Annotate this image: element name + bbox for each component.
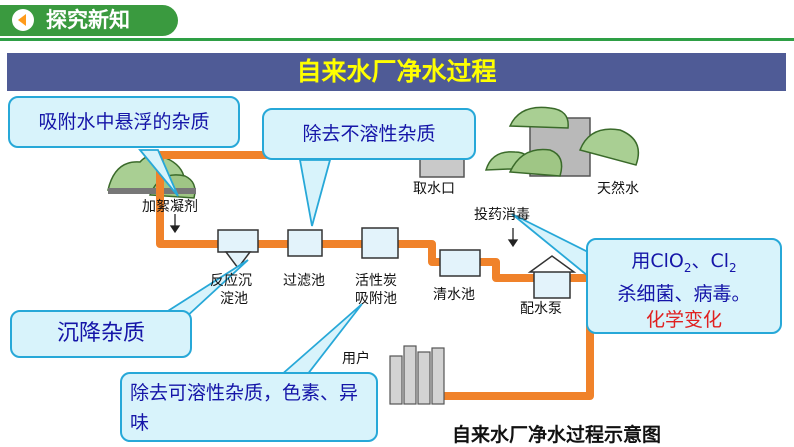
back-arrow-icon[interactable] (12, 9, 34, 31)
clear-tank-icon (439, 249, 481, 277)
chlorine-formula-2: Cl (710, 250, 730, 272)
tree-cluster-right (419, 106, 640, 178)
chlorine-line-1: 用ClO2、Cl2 (588, 248, 780, 281)
header-title: 探究新知 (46, 8, 130, 32)
callout-sediment: 沉降杂质 (10, 310, 192, 358)
pump-label: 配水泵 (520, 301, 562, 317)
arrow-icon (169, 214, 519, 248)
filter-tank-icon (287, 229, 323, 257)
coagulant-label: 加絮凝剂 (142, 199, 198, 215)
callout-remove-soluble: 除去可溶性杂质，色素、异味 (120, 372, 378, 442)
chlorine-line-2: 杀细菌、病毒。 (617, 282, 751, 305)
carbon-tank-label-2: 吸附池 (355, 291, 397, 307)
reaction-tank-label-1: 反应沉 (210, 273, 252, 289)
header-divider (0, 38, 794, 41)
callout-pointers (138, 149, 598, 386)
callout-adsorb: 吸附水中悬浮的杂质 (8, 96, 240, 148)
source-label: 天然水 (597, 181, 639, 197)
reaction-tank-label-2: 淀池 (220, 291, 248, 307)
callout-remove-insoluble: 除去不溶性杂质 (262, 108, 476, 160)
buildings-icon (389, 345, 445, 405)
title-banner: 自来水厂净水过程 (7, 53, 786, 91)
chlorine-formula-1: ClO (650, 250, 684, 272)
banner-title: 自来水厂净水过程 (296, 57, 497, 86)
chlorine-sub-1: 2 (683, 260, 692, 275)
chlorine-prefix: 用 (631, 250, 651, 272)
pump-house-icon (527, 255, 577, 299)
intake-label: 取水口 (413, 181, 455, 197)
diagram-caption: 自来水厂净水过程示意图 (452, 424, 662, 446)
callout-chlorine: 用ClO2、Cl2 杀细菌、病毒。 化学变化 (586, 238, 782, 334)
carbon-tank-icon (361, 227, 399, 259)
carbon-tank-label-1: 活性炭 (355, 273, 397, 289)
chevron-left-icon (18, 14, 26, 26)
chlorine-sub-2: 2 (729, 260, 737, 275)
filter-tank-label: 过滤池 (283, 273, 325, 289)
user-label: 用户 (342, 351, 370, 367)
chlorine-sep: 、 (691, 250, 711, 272)
clear-tank-label: 清水池 (433, 287, 475, 303)
disinfect-label: 投药消毒 (474, 207, 530, 223)
reaction-tank-icon (217, 229, 259, 270)
chlorine-line-3: 化学变化 (645, 308, 722, 331)
